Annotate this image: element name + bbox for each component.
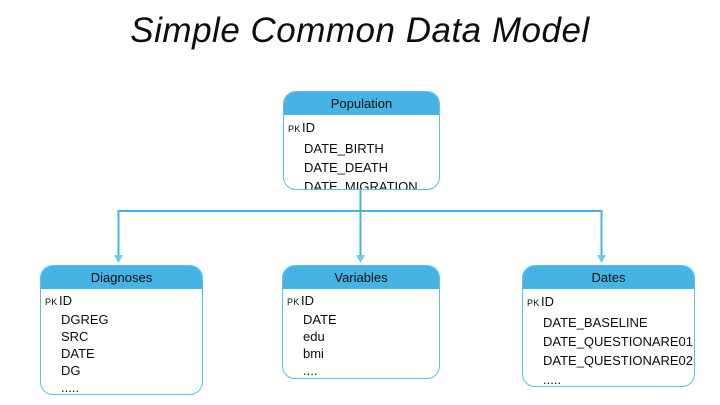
field-name: DATE xyxy=(303,312,337,327)
field-row: DG xyxy=(45,362,196,379)
field-name: ID xyxy=(541,294,554,309)
field-name: SRC xyxy=(61,329,89,344)
field-name: DATE xyxy=(61,346,95,361)
entity-title: Dates xyxy=(591,270,626,285)
down-arrowhead-right-icon xyxy=(597,255,606,263)
field-name: .... xyxy=(303,363,318,378)
field-name: ..... xyxy=(61,380,80,395)
field-row: DATE_DEATH xyxy=(288,158,433,177)
entity-variables: Variables PKID DATE edu bmi .... xyxy=(282,265,440,379)
field-row: DATE xyxy=(45,345,196,362)
field-name: DG xyxy=(61,363,81,378)
field-name: ID xyxy=(59,293,72,308)
field-row: PKID xyxy=(527,292,688,313)
entity-variables-header: Variables xyxy=(283,266,439,289)
entity-diagnoses-header: Diagnoses xyxy=(41,266,202,289)
field-row: DATE_BASELINE xyxy=(527,313,688,332)
pk-badge: PK xyxy=(527,298,540,308)
diagram-title: Simple Common Data Model xyxy=(130,11,590,50)
field-name: DGREG xyxy=(61,312,109,327)
field-name: DATE_BIRTH xyxy=(304,141,384,156)
field-row: PKID xyxy=(287,292,433,311)
field-name: DATE_DEATH xyxy=(304,160,389,175)
down-arrowhead-middle-icon xyxy=(356,255,365,263)
entity-title: Variables xyxy=(334,270,388,285)
field-name: bmi xyxy=(303,346,324,361)
entity-population-header: Population xyxy=(284,92,439,115)
field-row: .... xyxy=(287,362,433,378)
pk-badge: PK xyxy=(287,297,300,307)
entity-dates-header: Dates xyxy=(523,266,694,289)
entity-population-body: PKID DATE_BIRTH DATE_DEATH DATE_MIGRATIO… xyxy=(284,115,439,190)
down-arrowhead-left-icon xyxy=(114,255,123,263)
field-name: edu xyxy=(303,329,325,344)
field-row: PKID xyxy=(45,292,196,311)
field-name: ID xyxy=(301,293,314,308)
field-row: SRC xyxy=(45,328,196,345)
field-name: ..... xyxy=(543,372,562,387)
field-row: DATE_MIGRATION xyxy=(288,177,433,190)
entity-diagnoses-body: PKID DGREG SRC DATE DG ..... xyxy=(41,289,202,395)
field-row: PKID xyxy=(288,118,433,139)
field-name: DATE_BASELINE xyxy=(543,315,648,330)
field-name: DATE_QUESTIONARE01 xyxy=(543,334,694,349)
field-name: ID xyxy=(302,120,315,135)
field-row: DATE_QUESTIONARE02 xyxy=(527,351,693,370)
field-name: DATE_QUESTIONARE02 xyxy=(543,353,694,368)
field-row: DGREG xyxy=(45,311,196,328)
entity-title: Population xyxy=(330,96,393,111)
entity-variables-body: PKID DATE edu bmi .... xyxy=(283,289,439,378)
entity-population: Population PKID DATE_BIRTH DATE_DEATH DA… xyxy=(283,91,440,190)
field-row: DATE_BIRTH xyxy=(288,139,433,158)
pk-badge: PK xyxy=(288,124,301,134)
entity-title: Diagnoses xyxy=(90,270,153,285)
field-row: ..... xyxy=(45,379,196,395)
field-row: edu xyxy=(287,328,433,345)
field-row: DATE_QUESTIONARE01 xyxy=(527,332,693,351)
pk-badge: PK xyxy=(45,297,58,307)
entity-diagnoses: Diagnoses PKID DGREG SRC DATE DG ..... xyxy=(40,265,203,395)
field-row: ..... xyxy=(527,370,688,387)
field-name: DATE_MIGRATION xyxy=(304,179,418,190)
field-row: DATE xyxy=(287,311,433,328)
field-row: bmi xyxy=(287,345,433,362)
entity-dates-body: PKID DATE_BASELINE DATE_QUESTIONARE01 DA… xyxy=(523,289,694,387)
entity-dates: Dates PKID DATE_BASELINE DATE_QUESTIONAR… xyxy=(522,265,695,387)
